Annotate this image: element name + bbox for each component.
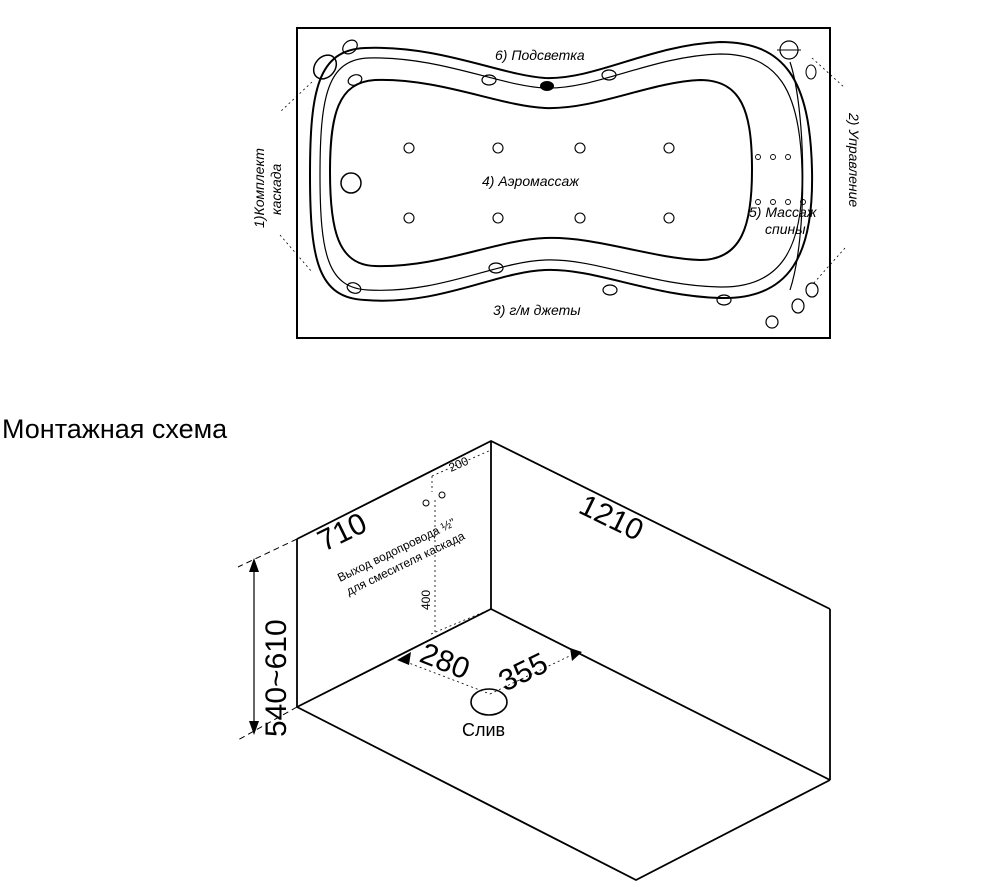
light-fixture bbox=[540, 81, 554, 91]
back-jet bbox=[755, 154, 761, 160]
hydro-jet bbox=[346, 282, 362, 294]
section-title: Монтажная схема bbox=[2, 414, 228, 444]
aero-nozzle bbox=[663, 142, 675, 154]
label-length-text: 1210 bbox=[574, 489, 648, 548]
dim-200-line bbox=[431, 449, 492, 477]
aero-nozzle bbox=[574, 142, 586, 154]
overflow-drain bbox=[340, 172, 362, 194]
cascade-spout bbox=[312, 54, 338, 80]
height-arrow-top bbox=[249, 558, 259, 572]
hydro-jet bbox=[347, 74, 363, 86]
aero-nozzle bbox=[492, 212, 504, 224]
aero-nozzle bbox=[403, 212, 415, 224]
hydro-jet bbox=[805, 282, 819, 298]
label-355: 355 bbox=[494, 647, 553, 699]
label-height: 540~610 bbox=[260, 619, 293, 737]
height-arrow-bottom bbox=[249, 721, 259, 735]
dim-400-tick-bottom bbox=[430, 608, 492, 635]
aero-nozzle bbox=[403, 142, 415, 154]
label-back-massage-1: 5) Массаж bbox=[749, 204, 818, 220]
label-control: 2) Управление bbox=[846, 112, 862, 207]
label-cascade-2: каскада bbox=[268, 163, 284, 215]
back-jet bbox=[770, 199, 776, 205]
label-280-text: 280 bbox=[415, 637, 474, 686]
aero-nozzle bbox=[663, 212, 675, 224]
label-control-text: 2) Управление bbox=[846, 112, 862, 207]
aero-nozzle bbox=[492, 142, 504, 154]
back-jet bbox=[785, 199, 791, 205]
label-hydro-jets: 3) г/м джеты bbox=[493, 302, 581, 318]
hydro-jet bbox=[488, 262, 504, 274]
back-jet bbox=[770, 154, 776, 160]
label-280: 280 bbox=[415, 637, 474, 686]
drain-hole bbox=[470, 688, 508, 716]
label-width: 710 bbox=[313, 507, 372, 559]
hydro-jet bbox=[601, 69, 617, 81]
back-jet bbox=[755, 199, 761, 205]
install-view bbox=[237, 439, 831, 882]
back-massage-jets bbox=[755, 154, 806, 205]
label-width-text: 710 bbox=[313, 507, 372, 559]
dim-280-line bbox=[400, 659, 491, 695]
label-cascade: 1)Комплект каскада bbox=[251, 148, 284, 228]
label-400: 400 bbox=[419, 590, 433, 610]
label-cascade-1: 1)Комплект bbox=[251, 148, 267, 228]
height-ext-top bbox=[237, 538, 298, 568]
dim-355-arrow bbox=[570, 648, 582, 661]
tub-basin-back bbox=[789, 61, 804, 291]
tub-rim-outer bbox=[308, 40, 814, 302]
hydro-jets bbox=[346, 69, 819, 329]
water-outlet-2 bbox=[438, 491, 446, 499]
label-400-text: 400 bbox=[419, 590, 433, 610]
label-355-text: 355 bbox=[494, 647, 553, 699]
top-view: 6) Подсветка 4) Аэромассаж 3) г/м джеты … bbox=[251, 27, 862, 339]
dim-355-line bbox=[489, 651, 579, 695]
tub-rim-mid bbox=[319, 53, 803, 291]
water-outlet-1 bbox=[422, 499, 430, 507]
dim-280-arrow bbox=[397, 652, 411, 665]
box-floor-front bbox=[296, 706, 831, 882]
label-height-text: 540~610 bbox=[260, 619, 293, 737]
cascade-valve bbox=[342, 39, 358, 55]
back-jet bbox=[785, 154, 791, 160]
aero-nozzle bbox=[574, 212, 586, 224]
height-ext-bottom bbox=[237, 706, 298, 741]
label-length: 1210 bbox=[574, 489, 648, 548]
label-200: 200 bbox=[447, 454, 471, 475]
label-200-text: 200 bbox=[447, 454, 471, 475]
leader-lines bbox=[279, 57, 846, 286]
hydro-jet bbox=[765, 315, 779, 329]
control-button bbox=[805, 64, 817, 80]
label-lighting: 6) Подсветка bbox=[495, 47, 585, 63]
aero-nozzles bbox=[403, 142, 675, 224]
tub-outer-frame bbox=[296, 27, 831, 339]
hydro-jet bbox=[481, 74, 497, 86]
hydro-jet bbox=[791, 298, 805, 314]
tub-basin bbox=[328, 78, 754, 268]
label-aero: 4) Аэромассаж bbox=[482, 173, 580, 189]
hydro-jet bbox=[716, 294, 732, 306]
box-floor-back bbox=[296, 607, 831, 781]
label-back-massage-2: спины bbox=[765, 221, 806, 237]
label-drain: Слив bbox=[462, 720, 505, 740]
hydro-jet bbox=[602, 284, 618, 296]
back-jet bbox=[800, 199, 806, 205]
